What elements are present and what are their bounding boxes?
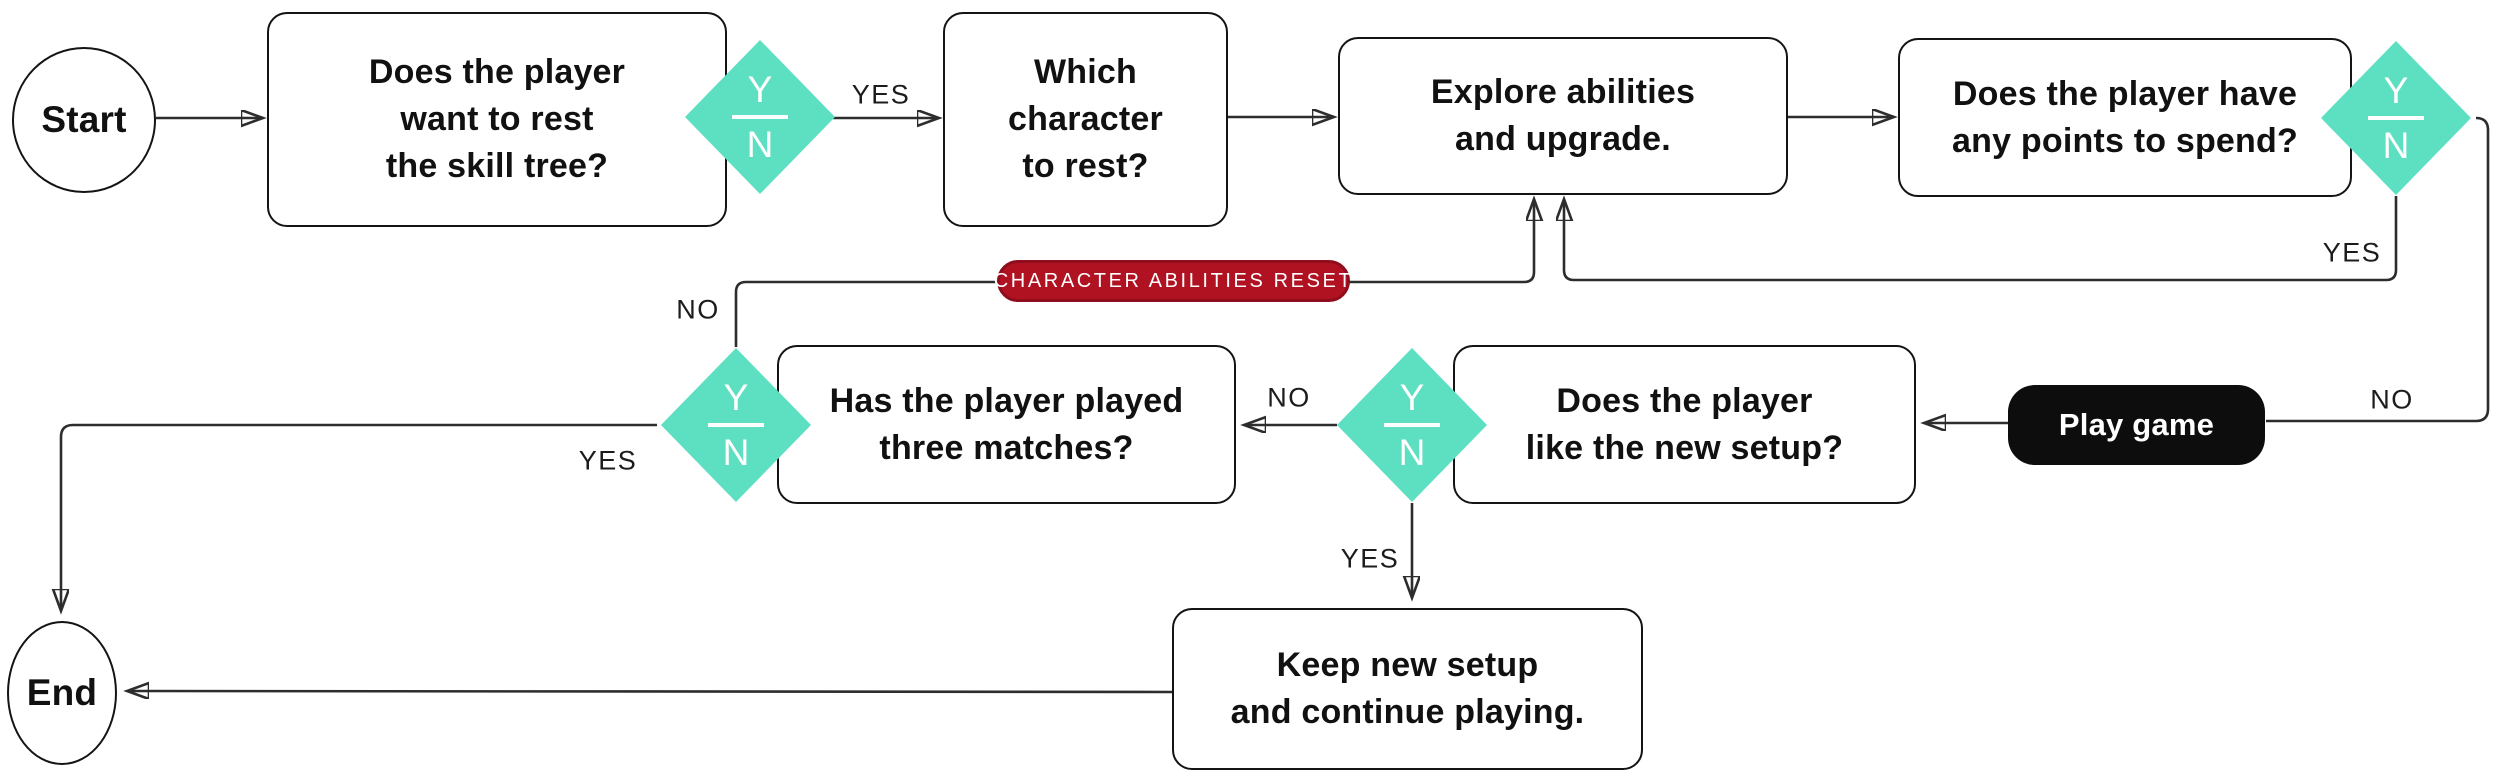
node-keep-setup: Keep new setup and continue playing. — [1172, 608, 1643, 770]
edge-points-yes-to-explore — [1564, 196, 2398, 282]
which-character-label: Which character to rest? — [1008, 53, 1163, 185]
start-label: Start — [41, 99, 127, 141]
label-like-no: NO — [1267, 382, 1311, 413]
label-matches-yes: YES — [578, 445, 638, 476]
character-abilities-reset-label: CHARACTER ABILITIES RESET — [993, 269, 1354, 292]
keep-setup-label: Keep new setup and continue playing. — [1230, 646, 1585, 731]
matches-decision-yes: Y — [723, 377, 749, 418]
label-points-yes: YES — [2322, 237, 2382, 268]
edge-matches-yes-to-end — [61, 423, 657, 610]
character-abilities-reset-badge: CHARACTER ABILITIES RESET — [994, 260, 1351, 302]
node-like-question: Does the player like the new setup? — [1453, 345, 1916, 504]
label-like-yes: YES — [1340, 543, 1400, 574]
node-rest-question: Does the player want to rest the skill t… — [267, 12, 727, 227]
node-explore-abilities: Explore abilities and upgrade. — [1338, 37, 1788, 195]
points-question-label: Does the player have any points to spend… — [1952, 74, 2298, 160]
node-end: End — [7, 621, 117, 765]
like-question-label: Does the player like the new setup? — [1525, 381, 1844, 467]
yn-divider — [2368, 116, 2424, 120]
end-label: End — [26, 672, 98, 714]
matches-decision-no: N — [722, 432, 750, 473]
rest-question-label: Does the player want to rest the skill t… — [368, 53, 626, 185]
yn-divider — [732, 115, 788, 119]
node-play-game: Play game — [2008, 385, 2265, 465]
play-game-label: Play game — [2058, 406, 2215, 442]
node-matches-question: Has the player played three matches? — [777, 345, 1236, 504]
edge-keep-to-end — [128, 691, 1173, 692]
like-decision-yes: Y — [1399, 377, 1425, 418]
points-decision-yes: Y — [2383, 70, 2409, 111]
like-decision-no: N — [1398, 432, 1426, 473]
label-reset-no: NO — [676, 294, 720, 325]
rest-decision-no: N — [746, 124, 774, 165]
label-points-no: NO — [2370, 384, 2414, 415]
label-rest-yes: YES — [851, 79, 911, 110]
explore-abilities-label: Explore abilities and upgrade. — [1430, 73, 1696, 158]
yn-divider — [1384, 423, 1440, 427]
node-points-question: Does the player have any points to spend… — [1898, 38, 2352, 197]
node-start: Start — [12, 47, 156, 193]
points-decision-no: N — [2382, 125, 2410, 166]
rest-decision-yes: Y — [747, 69, 773, 110]
node-which-character: Which character to rest? — [943, 12, 1228, 227]
matches-question-label: Has the player played three matches? — [829, 381, 1184, 467]
yn-divider — [708, 423, 764, 427]
edge-points-no-to-play — [2266, 116, 2490, 423]
